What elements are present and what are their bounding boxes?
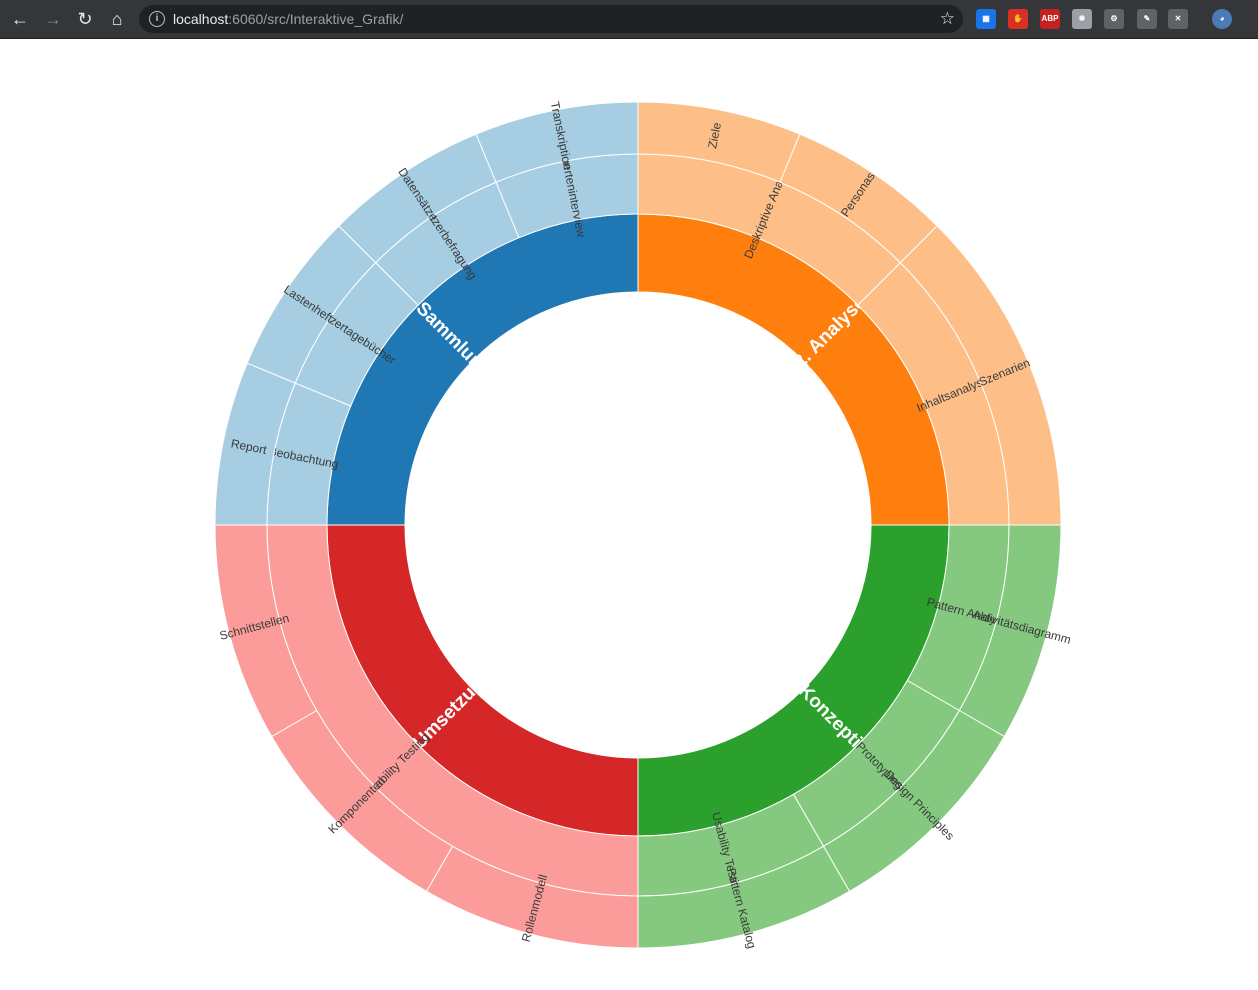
ring3-segment-schnittstellen[interactable] — [214, 524, 318, 738]
home-button[interactable]: ⌂ — [107, 9, 127, 29]
adblock-icon[interactable]: ABP — [1040, 9, 1060, 29]
url-path: :6060/src/Interaktive_Grafik/ — [228, 11, 404, 27]
extension-round-icon[interactable]: ❋ — [1072, 9, 1092, 29]
back-button[interactable]: ← — [10, 9, 30, 29]
reload-button[interactable]: ↻ — [75, 9, 95, 29]
tools-extension-icon[interactable]: ✕ — [1168, 9, 1188, 29]
back-arrow-icon: ← — [11, 9, 29, 29]
site-info-icon[interactable]: i — [149, 11, 165, 27]
ring3-label-report: Report — [230, 436, 269, 457]
url-text[interactable]: localhost:6060/src/Interaktive_Grafik/ — [173, 11, 403, 27]
profile-avatar-icon[interactable]: ◕ — [1212, 9, 1232, 29]
grid-extension-icon[interactable]: ▦ — [976, 9, 996, 29]
settings-extension-icon[interactable]: ⚙ — [1104, 9, 1124, 29]
ring3-label-ziele: Ziele — [705, 121, 724, 150]
pen-extension-icon[interactable]: ✎ — [1137, 9, 1157, 29]
bookmark-star-icon[interactable]: ☆ — [939, 9, 955, 28]
address-bar[interactable]: i localhost:6060/src/Interaktive_Grafik/… — [139, 5, 963, 33]
forward-arrow-icon: → — [44, 9, 62, 29]
home-icon: ⌂ — [111, 9, 123, 29]
browser-toolbar: ← → ↻ ⌂ i localhost:6060/src/Interaktive… — [0, 0, 1258, 39]
url-host: localhost — [173, 11, 229, 27]
sunburst-chart: 1. SammlungBeobachtungNutzertagebücherNu… — [214, 100, 1072, 950]
stop-extension-icon[interactable]: ✋ — [1008, 9, 1028, 29]
reload-icon: ↻ — [77, 9, 93, 29]
forward-button[interactable]: → — [43, 9, 63, 29]
